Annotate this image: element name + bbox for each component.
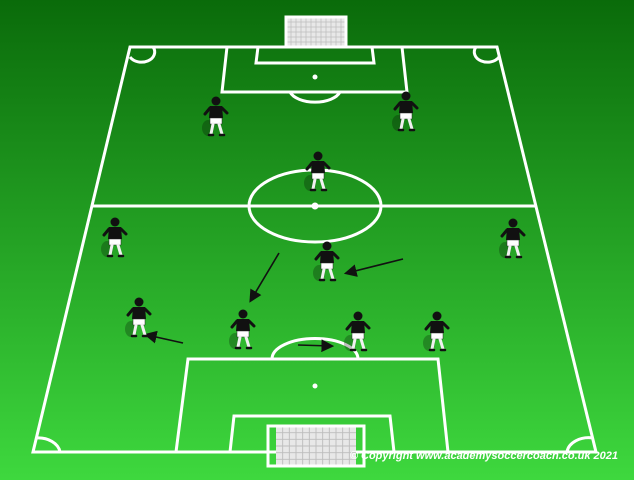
touchlines bbox=[31, 45, 598, 454]
arrow-midfielder-run bbox=[343, 258, 404, 277]
bottom-goal-frame bbox=[266, 424, 366, 468]
bottom-six-yard-box bbox=[228, 414, 396, 453]
arrow-center-back-right bbox=[297, 339, 335, 353]
corner-arc-bottom-right bbox=[565, 436, 594, 453]
copyright-text: © Copyright www.academysoccercoach.co.uk… bbox=[349, 450, 618, 462]
top-six-yard-box bbox=[254, 46, 376, 65]
top-penalty-spot bbox=[312, 74, 318, 80]
top-penalty-arc bbox=[288, 91, 342, 104]
bottom-goal-net bbox=[275, 426, 357, 466]
corner-arc-top-left bbox=[128, 46, 157, 64]
bottom-penalty-spot bbox=[312, 383, 318, 389]
center-spot bbox=[311, 202, 319, 210]
bottom-penalty-box bbox=[174, 357, 450, 453]
pitch-lines bbox=[31, 45, 598, 454]
top-penalty-box bbox=[220, 46, 409, 94]
arrow-center-back-diagonal bbox=[249, 252, 280, 303]
top-goal-net bbox=[286, 17, 346, 47]
corner-arc-top-right bbox=[472, 46, 501, 64]
movement-arrows bbox=[143, 252, 404, 353]
arrow-left-back-run bbox=[143, 330, 184, 344]
corner-arc-bottom-left bbox=[35, 436, 62, 453]
